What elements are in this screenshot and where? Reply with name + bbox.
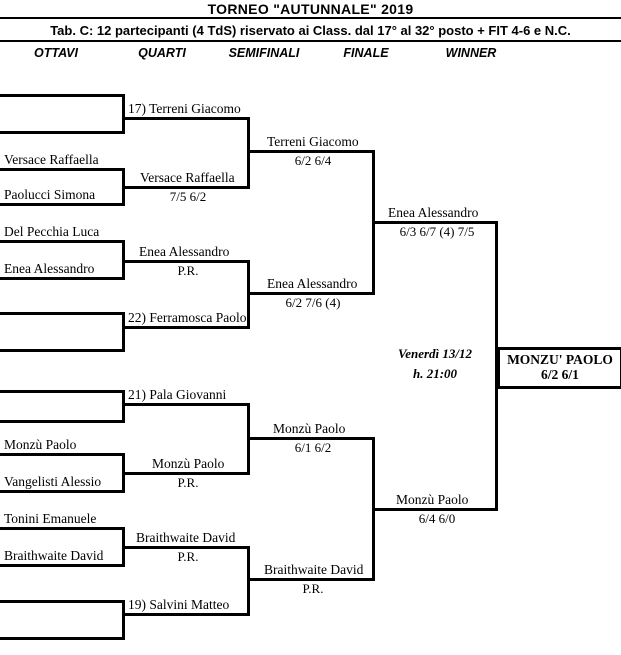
quarti-line-7 (122, 546, 250, 549)
semifinali-player-1: Terreni Giacomo (267, 134, 359, 149)
semifinali-player-3: Monzù Paolo (273, 421, 346, 436)
ottavi-connector-8 (122, 600, 125, 640)
semifinali-line-1 (247, 150, 375, 153)
quarti-connector-1 (247, 117, 250, 189)
finale-score-2: 6/4 6/0 (418, 511, 456, 526)
finale-line-1 (372, 221, 498, 224)
ottavi-line-13 (0, 527, 125, 530)
quarti-player-1: 17) Terreni Giacomo (128, 101, 241, 116)
quarti-player-3: Enea Alessandro (139, 244, 230, 259)
header-rule-mid (0, 40, 621, 42)
quarti-player-5: 21) Pala Giovanni (128, 387, 227, 402)
quarti-score-3: P.R. (177, 263, 199, 278)
ottavi-line-10 (0, 420, 125, 423)
column-header-quarti: QUARTI (138, 46, 186, 60)
column-header-ottavi: OTTAVI (34, 46, 78, 60)
column-header-semifinali: SEMIFINALI (228, 46, 300, 60)
page-title: TORNEO "AUTUNNALE" 2019 (207, 0, 414, 17)
quarti-score-6: P.R. (177, 475, 199, 490)
ottavi-connector-1 (122, 94, 125, 134)
semifinali-score-3: 6/1 6/2 (294, 440, 332, 455)
ottavi-line-9 (0, 390, 125, 393)
ottavi-player-6: Enea Alessandro (4, 261, 95, 276)
quarti-player-2: Versace Raffaella (140, 170, 235, 185)
semifinali-score-4: P.R. (302, 581, 324, 596)
column-header-winner: WINNER (445, 46, 497, 60)
semifinali-score-1: 6/2 6/4 (294, 153, 332, 168)
semifinali-line-4 (247, 578, 375, 581)
quarti-score-7: P.R. (177, 549, 199, 564)
finale-connector (495, 221, 498, 511)
winner-name: MONZU' PAOLO (507, 352, 613, 367)
finale-score-1: 6/3 6/7 (4) 7/5 (399, 224, 475, 239)
semifinali-line-3 (247, 437, 375, 440)
finale-player-2: Monzù Paolo (396, 492, 469, 507)
quarti-line-6 (122, 472, 250, 475)
winner-score: 6/2 6/1 (541, 367, 579, 382)
ottavi-player-14: Braithwaite David (4, 548, 104, 563)
ottavi-player-12: Vangelisti Alessio (4, 474, 102, 489)
semifinali-score-2: 6/2 7/6 (4) (285, 295, 341, 310)
ottavi-line-16 (0, 637, 125, 640)
quarti-player-7: Braithwaite David (136, 530, 236, 545)
column-header-finale: FINALE (343, 46, 389, 60)
semifinali-line-2 (247, 292, 375, 295)
ottavi-player-4: Paolucci Simona (4, 187, 96, 202)
quarti-line-1 (122, 117, 250, 120)
final-match-time: h. 21:00 (412, 366, 458, 381)
quarti-line-4 (122, 326, 250, 329)
ottavi-connector-5 (122, 390, 125, 423)
ottavi-line-11 (0, 453, 125, 456)
quarti-player-8: 19) Salvini Matteo (128, 597, 230, 612)
ottavi-line-7 (0, 312, 125, 315)
ottavi-line-15 (0, 600, 125, 603)
ottavi-line-3 (0, 168, 125, 171)
quarti-line-8 (122, 613, 250, 616)
quarti-connector-4 (247, 546, 250, 616)
ottavi-line-1 (0, 94, 125, 97)
ottavi-line-12 (0, 490, 125, 493)
ottavi-line-5 (0, 240, 125, 243)
page-subtitle: Tab. C: 12 partecipanti (4 TdS) riservat… (50, 22, 571, 38)
ottavi-line-2 (0, 131, 125, 134)
ottavi-player-13: Tonini Emanuele (4, 511, 97, 526)
semifinali-player-2: Enea Alessandro (267, 276, 358, 291)
finale-player-1: Enea Alessandro (388, 205, 479, 220)
ottavi-line-8 (0, 349, 125, 352)
quarti-score-2: 7/5 6/2 (169, 189, 207, 204)
quarti-line-2 (122, 186, 250, 189)
ottavi-player-11: Monzù Paolo (4, 437, 77, 452)
finale-line-2 (372, 508, 498, 511)
final-match-date: Venerdì 13/12 (397, 346, 473, 361)
quarti-player-6: Monzù Paolo (152, 456, 225, 471)
semifinali-player-4: Braithwaite David (264, 562, 364, 577)
quarti-line-5 (122, 403, 250, 406)
ottavi-line-6 (0, 277, 125, 280)
header-rule-top (0, 17, 621, 19)
quarti-line-3 (122, 260, 250, 263)
ottavi-player-3: Versace Raffaella (4, 152, 99, 167)
ottavi-line-14 (0, 564, 125, 567)
quarti-player-4: 22) Ferramosca Paolo (128, 310, 247, 325)
ottavi-line-4 (0, 203, 125, 206)
ottavi-connector-4 (122, 312, 125, 352)
winner-box: MONZU' PAOLO 6/2 6/1 (497, 347, 621, 389)
ottavi-player-5: Del Pecchia Luca (4, 224, 100, 239)
